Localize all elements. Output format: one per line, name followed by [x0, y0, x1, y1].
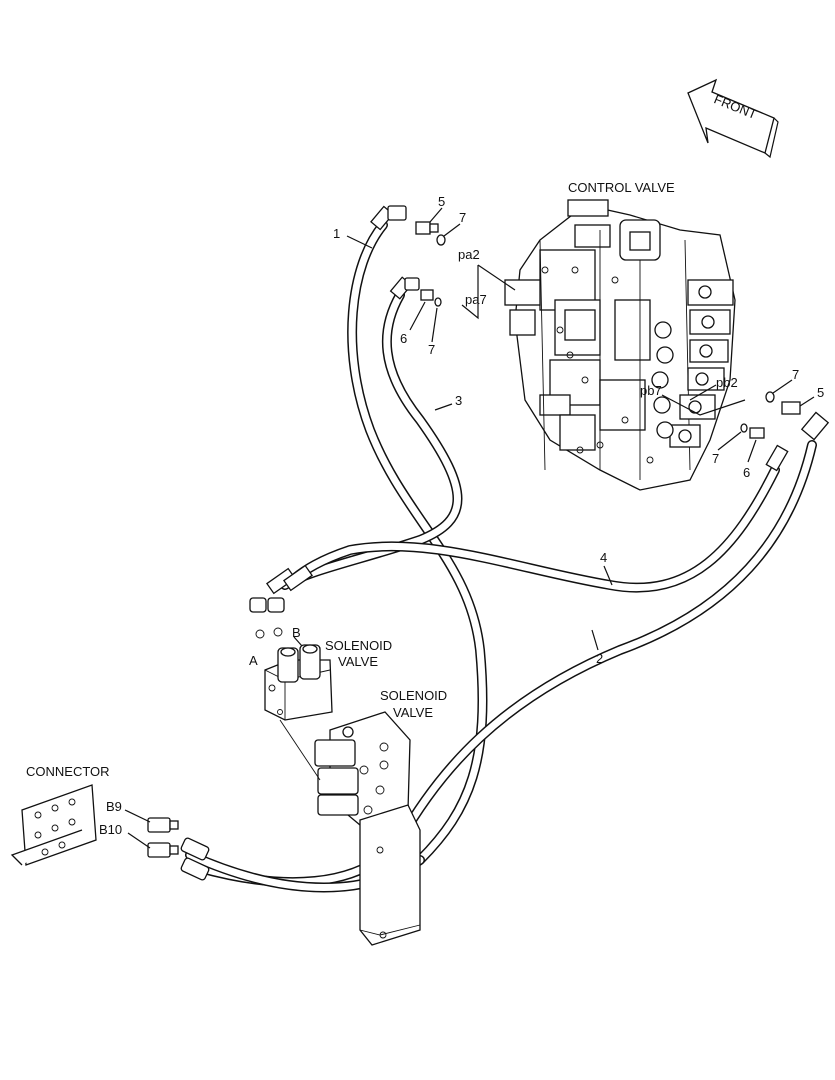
port-pb2-label: pb2	[716, 375, 738, 390]
callout-5-right-leader	[799, 396, 815, 407]
solenoid-valve-upper-label-line2: VALVE	[338, 654, 378, 669]
o-ring-7-lower-left	[434, 297, 442, 307]
o-ring-7-upper-left	[436, 234, 446, 246]
port-pb7-label: pb7	[640, 383, 662, 398]
callout-2: 2	[596, 651, 603, 666]
callout-7-ul-leader	[443, 223, 461, 237]
port-pa2-label: pa2	[458, 247, 480, 262]
hose-3	[280, 290, 463, 590]
callout-5-right: 5	[817, 385, 824, 400]
callout-6-left: 6	[400, 331, 407, 346]
port-pa7-label: pa7	[465, 292, 487, 307]
port-b-label: B	[292, 625, 301, 640]
callout-7-upper-left: 7	[459, 210, 466, 225]
port-b-leader	[293, 636, 303, 647]
callout-1-leader	[346, 235, 373, 249]
hose-lower-end-fittings	[249, 564, 313, 613]
callout-7-lower-left: 7	[428, 342, 435, 357]
callout-2-leader	[591, 629, 599, 651]
callout-7-upper-right: 7	[792, 367, 799, 382]
hose-right-end-fittings	[765, 411, 830, 472]
callout-4: 4	[600, 550, 607, 565]
connector-bracket	[10, 784, 97, 866]
hose-2	[195, 440, 817, 887]
pa2-leader	[477, 264, 516, 291]
callout-7-lr-leader	[717, 431, 742, 451]
solenoid-valve-lower	[279, 711, 421, 946]
adapter-6-right	[749, 427, 765, 439]
callout-5-left: 5	[438, 194, 445, 209]
callout-7-ur-leader	[772, 379, 793, 394]
callout-7-ll-leader	[431, 307, 438, 343]
callout-1: 1	[333, 226, 340, 241]
b10-leader	[127, 832, 151, 849]
connector-fitting-b10	[147, 842, 179, 858]
callout-6-right: 6	[743, 465, 750, 480]
o-ring-7-lower-right	[740, 423, 748, 433]
control-valve	[504, 199, 736, 491]
adapter-5-left	[415, 221, 439, 235]
callout-6-left-leader	[409, 301, 426, 331]
solenoid-valve-upper	[255, 627, 333, 721]
port-b9-label: B9	[106, 799, 122, 814]
callout-5-left-leader	[429, 207, 443, 223]
pa7-leader	[461, 265, 479, 320]
solenoid-valve-upper-label-line1: SOLENOID	[325, 638, 392, 653]
solenoid-valve-lower-label-line1: SOLENOID	[380, 688, 447, 703]
adapter-6-left	[420, 289, 434, 301]
hose-4	[290, 465, 780, 593]
o-ring-7-upper-right	[765, 391, 775, 403]
connector-label: CONNECTOR	[26, 764, 110, 779]
adapter-5-right	[781, 401, 801, 415]
pb7-leader	[661, 394, 746, 416]
callout-3-leader	[434, 403, 453, 411]
hose-3-end-fitting	[389, 276, 420, 300]
pb2-leader	[689, 384, 717, 401]
callout-7-lower-right: 7	[712, 451, 719, 466]
callout-6-right-leader	[747, 439, 757, 463]
b9-leader	[124, 809, 151, 823]
port-b10-label: B10	[99, 822, 122, 837]
callout-4-leader	[603, 565, 613, 586]
connector-fitting-b9	[147, 817, 179, 833]
control-valve-label: CONTROL VALVE	[568, 180, 675, 195]
hose-connector-ends	[180, 837, 210, 881]
port-a-label: A	[249, 653, 258, 668]
solenoid-valve-lower-label-line2: VALVE	[393, 705, 433, 720]
front-direction-arrow-icon: FRONT	[687, 78, 779, 159]
callout-3: 3	[455, 393, 462, 408]
hose-1-end-fitting	[370, 205, 407, 231]
